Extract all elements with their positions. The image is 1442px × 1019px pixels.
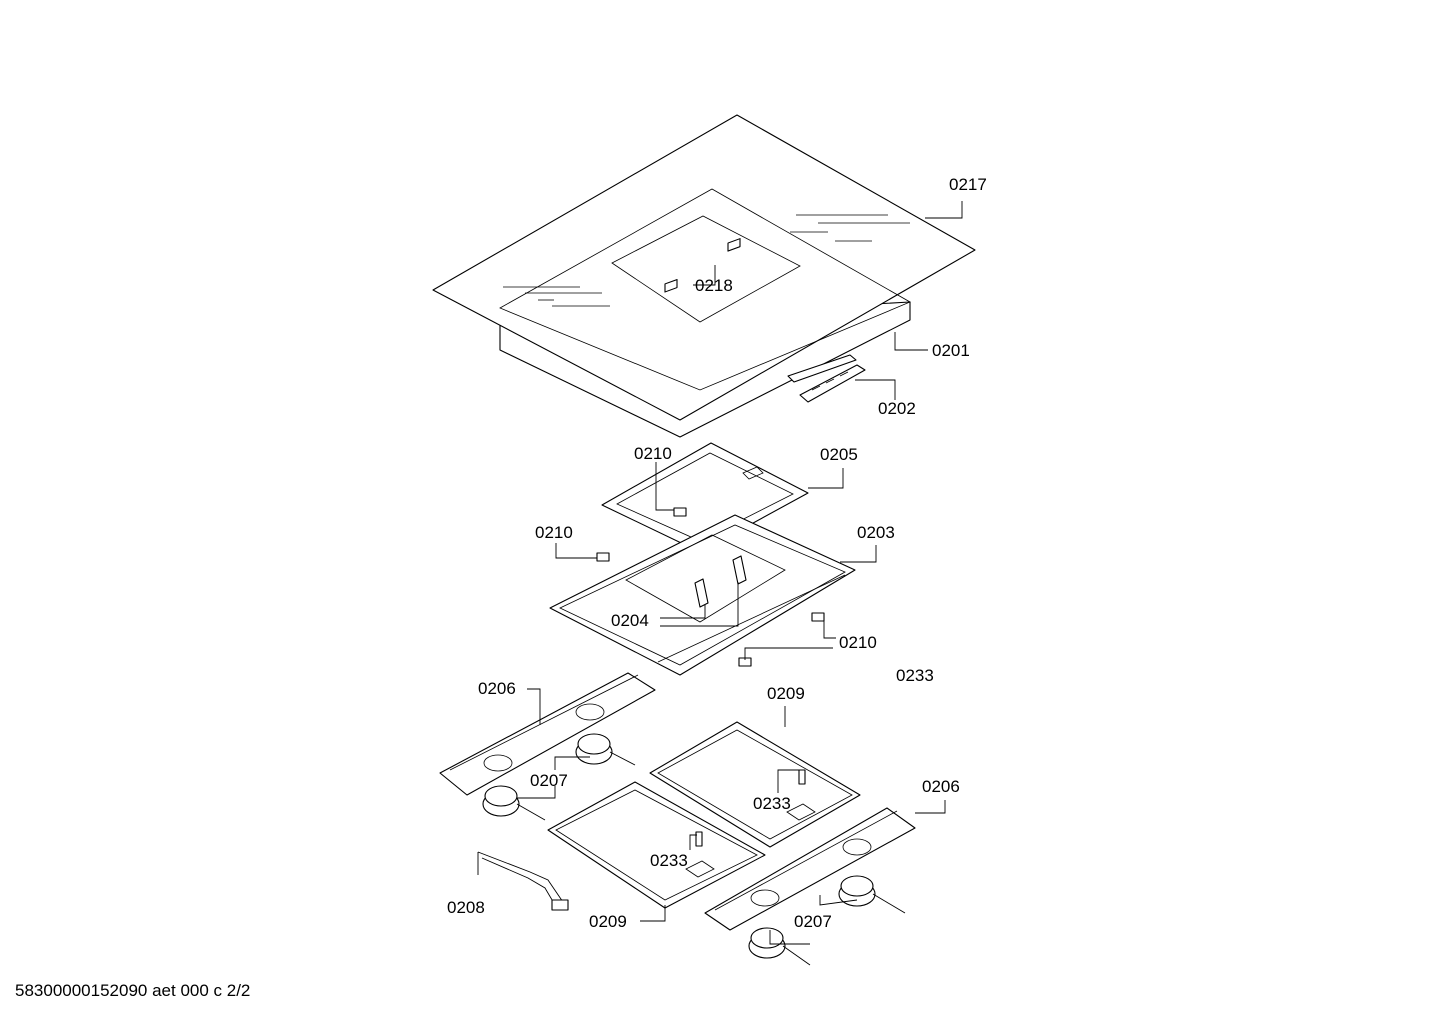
glass-plate [432,114,976,421]
knobs-0207-right [748,875,906,966]
bracket-0204-left [694,578,709,608]
bracket-0204-right [732,555,747,585]
frame-plate-0205 [601,442,809,553]
cutout-outline [611,215,801,323]
label-0204: 0204 [611,611,649,630]
connector-body [799,364,866,403]
label-0207-left: 0207 [530,771,568,790]
frame-inner [616,452,794,542]
label-0208: 0208 [447,898,485,917]
label-0233-bottom: 0233 [650,851,688,870]
label-0206-left: 0206 [478,679,516,698]
label-0218: 0218 [695,276,733,295]
cable-harness-0208 [477,851,569,911]
cooking-plate-0209-right [649,721,861,848]
control-panel-0206-right [704,807,916,931]
tray-recess [625,534,786,623]
label-0206-right: 0206 [922,777,960,796]
control-panel-0206-left [439,672,656,796]
connector-0202 [787,354,866,403]
label-0201: 0201 [932,341,970,360]
label-0233-mid: 0233 [753,794,791,813]
label-0210-top: 0210 [634,444,672,463]
frame-outer [601,442,809,553]
panel-body [439,672,656,796]
label-0202: 0202 [878,399,916,418]
cooking-plate-0209-left [547,781,766,909]
knobs-0207-left [482,733,636,821]
label-0210-right: 0210 [839,633,877,652]
tray-inner [559,524,846,666]
part-labels: 0217 0218 0201 0202 0210 0205 0210 0203 … [447,175,987,931]
label-0209-right: 0209 [767,684,805,703]
glass-cooktop-0217 [432,114,976,438]
leader-lines [477,201,963,945]
base-tray-0203 [549,514,856,676]
label-0210-left: 0210 [535,523,573,542]
label-0203: 0203 [857,523,895,542]
inner-frame-outline [499,188,911,391]
label-0209-left: 0209 [589,912,627,931]
label-0233-top: 0233 [896,666,934,685]
plate-body [547,781,766,909]
label-0205: 0205 [820,445,858,464]
label-0217: 0217 [949,175,987,194]
clips-0218 [664,238,741,293]
label-0207-right: 0207 [794,912,832,931]
panel-body [704,807,916,931]
document-footer-id: 58300000152090 aet 000 c 2/2 [15,981,251,1000]
